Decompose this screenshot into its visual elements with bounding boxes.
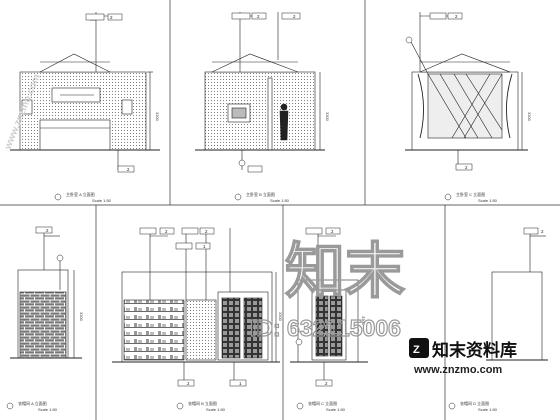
panel-3-scale: Scale 1:50 (478, 198, 498, 203)
section-marker (234, 193, 242, 201)
tag-label: 2 (127, 167, 130, 172)
section-marker (54, 193, 62, 201)
panel-6-scale: Scale 1:50 (326, 407, 346, 412)
elevation-panel-1 (10, 12, 160, 170)
callout-marker (405, 36, 413, 44)
tag-label: 2 (293, 14, 296, 19)
section-marker (176, 402, 184, 410)
tags-panel-5 (139, 227, 247, 387)
tags-panel-7 (523, 227, 539, 235)
dimension-label: 3300 (325, 112, 330, 122)
watermark-id: ID: 632115006 (250, 315, 401, 341)
tag-label: 2 (455, 14, 458, 19)
panel-6-title: 衣帽间 C 立面图 (308, 400, 337, 406)
tag-label: 2 (205, 229, 208, 234)
tag-label: 2 (541, 229, 544, 234)
panel-4-scale: Scale 1:50 (38, 407, 58, 412)
tag-label: 2 (110, 15, 113, 20)
panel-3-title: 主卧室 C 立面图 (456, 191, 485, 197)
elevation-panel-6 (290, 232, 368, 386)
tags-panel-2 (231, 12, 301, 173)
panel-1-scale: Scale 1:50 (92, 198, 112, 203)
tags-panel-1 (85, 13, 135, 173)
section-marker (6, 402, 14, 410)
index-circle (295, 338, 303, 346)
panel-5-title: 衣帽间 B 立面图 (188, 400, 217, 406)
watermark-brand: 知末 (285, 237, 405, 307)
dimension-label: 3300 (527, 112, 532, 122)
watermark-url: www.znzmo.com (413, 364, 502, 376)
callout-marker (56, 254, 64, 262)
dimension-label: 3300 (155, 112, 160, 122)
tag-label: 2 (325, 381, 328, 386)
znzmo-logo-icon: Z (409, 338, 429, 358)
panel-7-title: 衣帽间 D 立面图 (460, 400, 489, 406)
panel-1-title: 主卧室 A 立面图 (66, 191, 95, 197)
tag-label: 2 (257, 14, 260, 19)
section-marker (444, 193, 452, 201)
elevation-panel-7 (486, 232, 548, 361)
elevation-panel-4 (10, 232, 82, 359)
tag-label: 1 (239, 381, 242, 386)
tags-panel-6 (305, 227, 341, 387)
panel-5-scale: Scale 1:50 (206, 407, 226, 412)
dimension-label: 3300 (278, 312, 283, 322)
elevation-panel-5 (112, 228, 280, 386)
section-marker (296, 402, 304, 410)
section-marker (448, 402, 456, 410)
dimension-label: 3300 (361, 316, 366, 326)
index-circle (238, 159, 246, 167)
tags-panel-3 (429, 12, 473, 171)
svg-text:Z: Z (413, 344, 420, 356)
tag-label: 2 (187, 381, 190, 386)
tag-label: 2 (165, 229, 168, 234)
tag-label: 2 (465, 165, 468, 170)
panel-2-scale: Scale 1:50 (270, 198, 290, 203)
panel-7-scale: Scale 1:50 (478, 407, 498, 412)
panel-2-title: 主卧室 B 立面图 (246, 191, 275, 197)
watermark-logo-text: 知末资料库 (431, 340, 517, 361)
tag-label: 1 (203, 244, 206, 249)
dimension-label: 3300 (79, 312, 84, 322)
tags-panel-4 (35, 226, 53, 234)
elevation-panel-2 (195, 12, 325, 170)
elevation-panel-3 (405, 12, 528, 168)
panel-4-title: 衣帽间 A 立面图 (18, 400, 47, 406)
tag-label: 2 (46, 228, 49, 233)
tag-label: 2 (331, 229, 334, 234)
